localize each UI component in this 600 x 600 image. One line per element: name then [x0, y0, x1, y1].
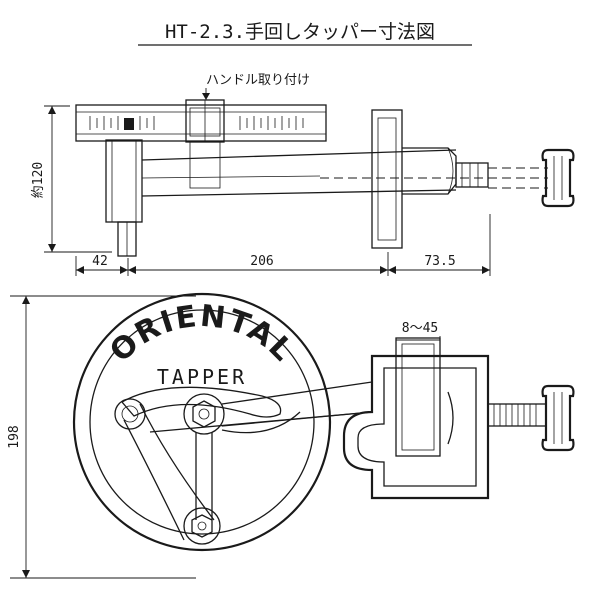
clamp-plate-side — [371, 109, 403, 249]
clamp-pad — [395, 337, 441, 457]
clamp-range-label: 8～45 — [402, 321, 438, 336]
width-mid-label: 206 — [250, 254, 273, 269]
brand-bottom-text: TAPPER — [157, 365, 247, 389]
top-view: 198 ORIENTAL TAPPER — [7, 292, 575, 579]
side-view: ハンドル取り付け — [31, 73, 575, 276]
handle-knob-top — [114, 398, 146, 430]
height-front-label: 198 — [7, 425, 22, 448]
handwheel-rim-top — [72, 292, 332, 552]
handle-grip-side — [105, 139, 143, 223]
drawing-title: HT-2.3.手回しタッパー寸法図 — [165, 21, 435, 43]
height-label: 約120 — [31, 162, 46, 198]
clamp-knob-side — [541, 148, 575, 208]
width-right-label: 73.5 — [424, 254, 455, 269]
handwheel-rim-side — [75, 104, 327, 142]
clamp-knob-top — [541, 384, 575, 452]
c-clamp-frame — [342, 354, 490, 500]
handle-mount-label: ハンドル取り付け — [206, 73, 310, 88]
width-left-label: 42 — [92, 254, 108, 269]
bottom-nut — [183, 507, 221, 545]
center-nut — [183, 393, 225, 435]
